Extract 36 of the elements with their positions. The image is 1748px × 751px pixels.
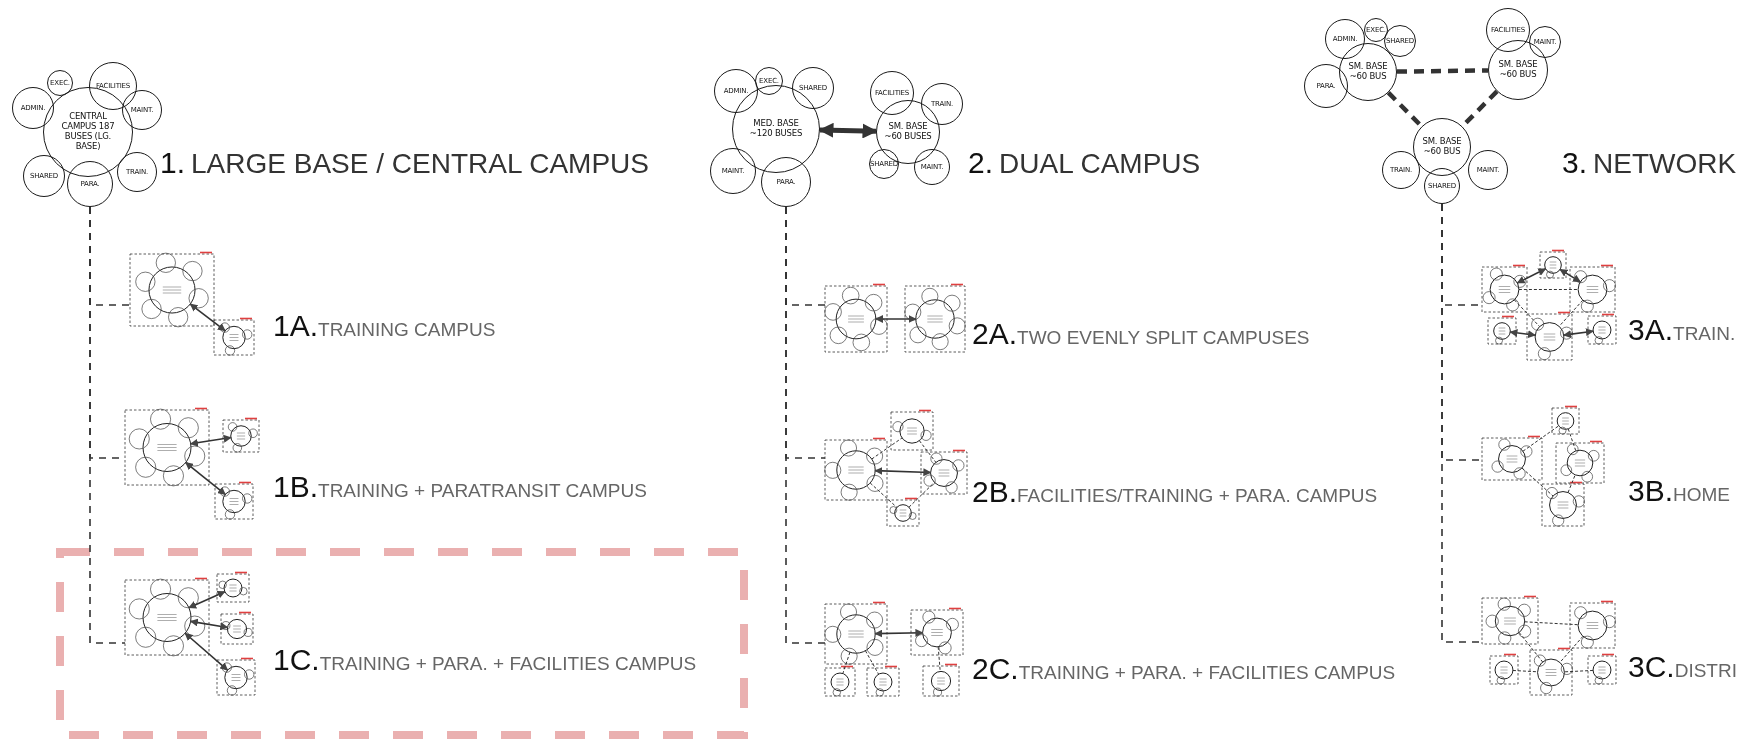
base-label: SM. BASE ~60 BUS [1347, 62, 1389, 82]
dashed-link [1396, 68, 1489, 74]
option-title: TRAINING CAMPUS [318, 319, 496, 342]
concept-number: 2. [968, 146, 994, 180]
option-title: FACILITIES/TRAINING + PARA. CAMPUS [1017, 484, 1378, 507]
double-arrow [818, 122, 878, 139]
concept-number: 1. [160, 146, 186, 180]
concept-title: NETWORK [1593, 148, 1737, 180]
option-title: HOME [1673, 484, 1731, 507]
connector-line [89, 206, 126, 644]
option-title: TWO EVENLY SPLIT CAMPUSES [1017, 326, 1310, 349]
dashed-link [1386, 91, 1424, 128]
option-number: 3A. [1628, 312, 1674, 347]
option-title: TRAIN. [1673, 322, 1736, 345]
base-label: SM. BASE ~60 BUSES [884, 122, 932, 142]
base-label: CENTRAL CAMPUS 187 BUSES (LG. BASE) [60, 112, 116, 152]
option-number: 3C. [1628, 650, 1675, 685]
option-title: TRAINING + PARA. + FACILITIES CAMPUS [319, 653, 697, 676]
base-label: SM. BASE ~60 BUS [1497, 60, 1539, 80]
option-title: DISTRI [1674, 660, 1737, 683]
option-title: TRAINING + PARATRANSIT CAMPUS [318, 480, 647, 502]
concept-title: DUAL CAMPUS [999, 148, 1201, 180]
concept-title: LARGE BASE / CENTRAL CAMPUS [191, 148, 649, 180]
option-number: 1B. [273, 470, 319, 504]
option-number: 2C. [972, 651, 1019, 686]
option-number: 3B. [1628, 474, 1674, 509]
base-label: SM. BASE ~60 BUS [1421, 137, 1463, 157]
option-number: 1A. [273, 309, 319, 344]
base-label: MED. BASE ~120 BUSES [748, 119, 804, 139]
option-number: 2A. [972, 316, 1018, 351]
function-circle [761, 157, 811, 207]
connector-line [785, 206, 826, 644]
option-number: 2B. [972, 474, 1018, 509]
option-title: TRAINING + PARA. + FACILITIES CAMPUS [1018, 661, 1396, 684]
option-number: 1C. [273, 643, 320, 678]
concept-number: 3. [1562, 146, 1588, 180]
